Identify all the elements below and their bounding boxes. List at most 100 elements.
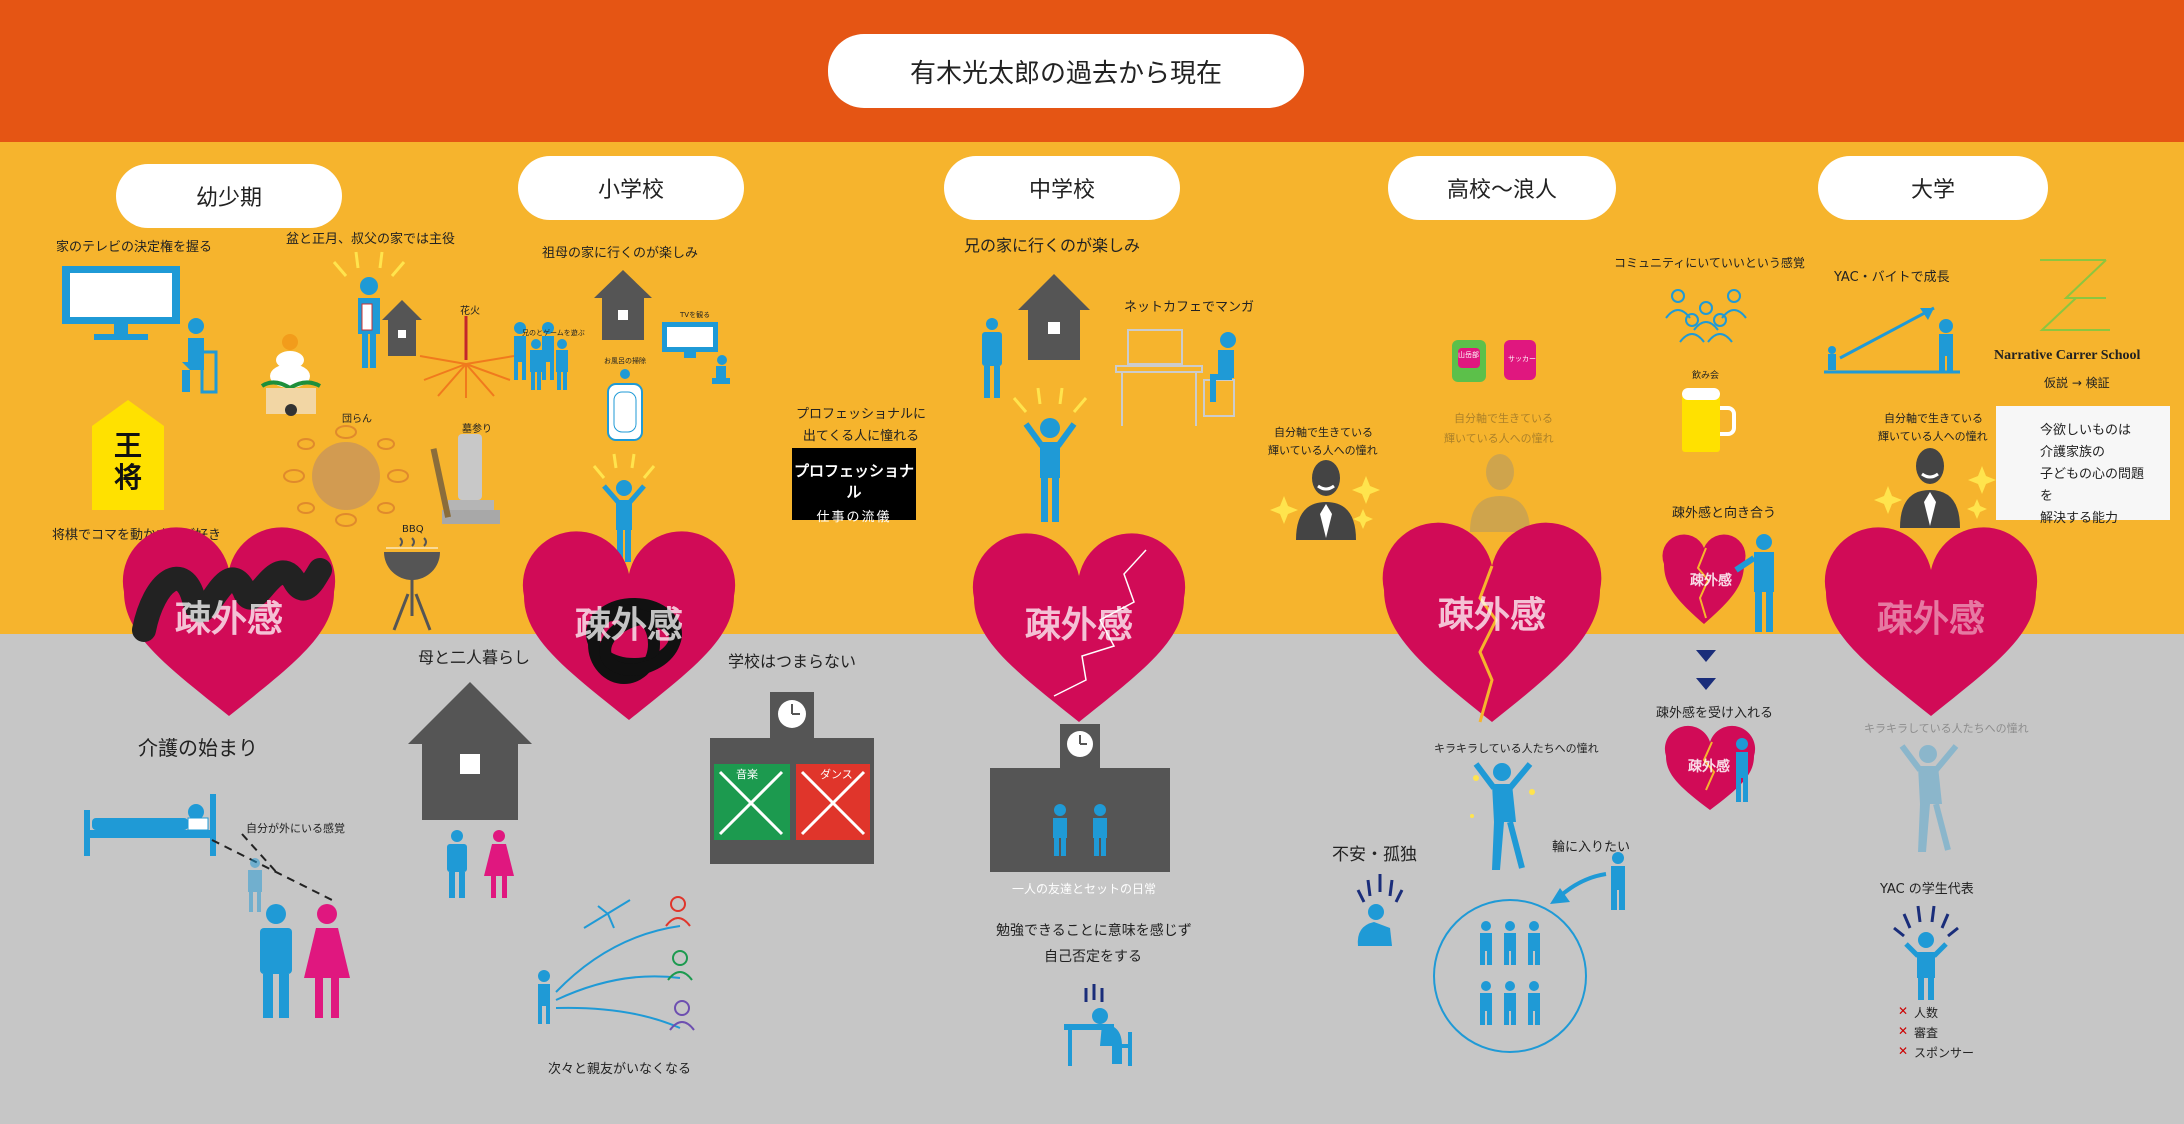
x-mark-2: ✕ [1898,1024,1909,1038]
hypo-label: 仮説 → 検証 [2044,376,2110,390]
prof-label: プロフェッショナルに 出てくる人に憧れる [796,407,927,444]
siblings-icon [530,339,568,390]
sunshine-person-icon [332,251,406,368]
jiku-label-1: 自分軸で生きている [1274,426,1373,439]
professional-logo: プロフェッショナル 仕事の流儀 [792,448,916,525]
son-icon [447,830,467,898]
drink-label: 飲み会 [1692,371,1720,381]
bbq-label: BBQ [402,524,424,535]
small-heart-accept-icon [1664,725,1756,810]
community-label: コミュニティにいていいという感覚 [1614,256,1805,270]
children-playing-icon [514,322,554,380]
grave-icon [430,434,500,524]
x-mark-3: ✕ [1898,1044,1909,1058]
badge-1-label: 山岳部 [1458,351,1479,359]
man-icon [260,904,292,1018]
shogi-piece-icon [92,400,164,510]
sogai-accept-label: 疎外感を受け入れる [1656,706,1774,721]
tv-icon [62,266,180,340]
friends-leaving-icon [538,896,695,1031]
small-tv-icon [662,322,730,384]
want-line-4: 解決する能力 [2040,511,2119,526]
jiku-label-2: 輝いている人への憧れ [1268,444,1378,457]
small-house-icon [382,300,422,356]
heart-text-youshouki: 疎外感 [174,599,284,640]
sogai-face-label: 疎外感と向き合う [1672,506,1777,521]
soccer-badge-icon [1504,340,1536,380]
heart-text-koukou: 疎外感 [1437,595,1547,636]
want-line-3: 子どもの心の問題を [2040,467,2145,504]
small-faded-person-icon [248,858,262,912]
cheering-child-icon [592,453,656,562]
kaigo-label: 介護の始まり [138,736,258,760]
heart-daigaku [1824,527,2038,716]
lonely-person-icon [1356,874,1404,946]
uni-kirakira-label: キラキラしている人たちへの憧れ [1864,722,2029,735]
bath-label: お風呂の掃除 [604,357,646,365]
mother-icon [484,830,514,898]
leader-icon [1893,905,1959,1000]
down-arrows-icon [1696,650,1716,690]
page-title: 有木光太郎の過去から現在 [828,34,1304,108]
narrative-label: Narrative Carrer School [1994,348,2141,363]
bathtub-icon [607,369,643,441]
small-broken-heart-face-icon [1662,534,1774,632]
kagami-mochi-icon [260,334,321,416]
want-box: 今欲しいものは 介護家族の 子どもの心の問題を 解決する能力 [1996,406,2170,526]
heart-text-shougakkou: 疎外感 [574,605,684,646]
anxiety-label: 不安・孤独 [1332,845,1417,865]
bed-icon [84,794,216,856]
music-label: 音楽 [736,768,758,781]
jiku-faded-label-1: 自分軸で生きている [1454,412,1553,425]
fireworks-icon [419,316,515,398]
yac-label: YAC・バイトで成長 [1834,270,1950,285]
heart-text-daigaku: 疎外感 [1876,599,1986,640]
narrative-logo-icon [2039,259,2110,331]
friend-label: 一人の友達とセットの日常 [1012,882,1157,896]
kirakira-label-hs: キラキラしている人たちへの憧れ [1434,742,1599,755]
x-mark-1: ✕ [1898,1004,1909,1018]
heart-koukou [1382,522,1602,723]
brother-icon [982,318,1002,398]
brother-house-icon [1018,274,1090,360]
prof-logo-top: プロフェッショナル [793,462,914,501]
x-label-2: 審査 [1914,1026,1939,1040]
beer-icon [1682,388,1736,452]
study-label-1: 勉強できることに意味を感じず [996,923,1192,939]
bbq-grill-icon [384,537,440,631]
stage-shougakkou: 小学校 [518,156,744,220]
gentleman-faded-icon [1470,454,1530,532]
uni-jumping-person-icon [1899,744,1959,852]
community-people-icon [1665,289,1747,343]
uni-gentleman-icon [1874,448,1996,528]
dashed-lines-icon [211,833,333,901]
heart-shougakkou [522,531,736,720]
depressed-student-icon [1064,984,1132,1066]
badge-2-label: サッカー [1508,355,1536,363]
sitting-person-icon [182,318,218,394]
manga-label: ネットカフェでマンガ [1124,300,1255,315]
dance-label: ダンス [820,768,853,781]
boring-label: 学校はつまらない [728,652,857,671]
cheering-teen-icon [1012,387,1088,522]
want-line-2: 介護家族の [2040,445,2106,460]
study-label-2: 自己否定をする [1044,949,1142,965]
stage-chuugakkou: 中学校 [944,156,1180,220]
jiku-faded-label-2: 輝いている人への憧れ [1444,432,1554,445]
gentleman-icon [1270,460,1380,540]
grandma-label: 祖母の家に行くのが楽しみ [542,246,699,261]
mountain-badge-icon [1452,340,1486,382]
heart-chuugakkou [972,533,1186,722]
join-label: 輪に入りたい [1552,840,1631,855]
home-icon [408,682,532,820]
x-label-3: スポンサー [1914,1046,1975,1060]
stage-daigaku: 大学 [1818,156,2048,220]
haka-label: 墓参り [462,424,492,435]
jumping-person-icon [1470,762,1535,870]
outside-label: 自分が外にいる感覚 [246,822,345,835]
friends-label: 次々と親友がいなくなる [548,1062,692,1077]
junior-high-building-icon [990,724,1170,872]
small-heart-text-1: 疎外感 [1690,573,1732,589]
uni-jiku-label-2: 輝いている人への憧れ [1878,430,1988,443]
small-heart-text-2: 疎外感 [1688,759,1730,775]
